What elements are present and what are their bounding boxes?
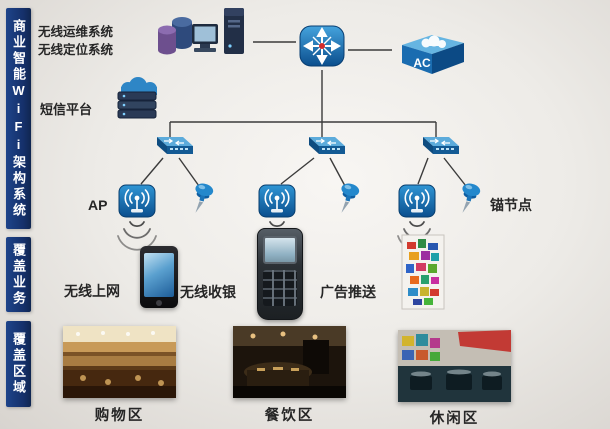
sidebar-section-zones: 覆盖区域 [6,321,31,407]
ac-label: AC [413,56,431,70]
positioning-system-label: 无线定位系统 [38,43,114,57]
ap-label: AP [88,197,108,213]
server-tower-icon [224,8,244,54]
zone-label-leisure: 休闲区 [429,411,480,427]
switch-icon [309,137,345,154]
sms-platform-icon [117,77,157,119]
pushpin-icon [462,183,481,213]
database-cylinder-icon [158,25,176,55]
pushpin-icon [341,183,360,213]
access-point-icon [258,184,296,218]
ad-push-graphic [401,234,445,310]
zone-label-shopping: 购物区 [94,408,145,424]
access-point-icon [398,184,436,218]
service-label-ad-push: 广告推送 [320,284,376,300]
cloud-icon [421,35,446,48]
sidebar-services-label: 覆盖业务 [11,242,26,307]
shopping-area-photo [63,326,176,398]
pushpin-icon [195,183,214,213]
pos-screen [263,236,297,264]
ops-system-label: 无线运维系统 [38,25,114,39]
sidebar-zones-label: 覆盖区域 [11,332,26,396]
sms-platform-label: 短信平台 [40,102,93,117]
dining-area-photo [233,326,346,398]
zone-label-dining: 餐饮区 [264,408,315,424]
core-router-icon [299,25,345,67]
management-servers-icon [158,8,244,55]
leisure-area-photo [398,330,511,402]
ac-controller-icon: AC [402,35,464,74]
phone-home-button [156,300,162,306]
service-label-wireless-cashier: 无线收银 [180,284,236,300]
phone-screen [144,253,174,297]
workstation-icon [192,24,218,52]
sidebar-section-services: 覆盖业务 [6,237,31,312]
server-stack-icon [117,91,157,119]
switch-icon [157,137,193,154]
access-point-icon [118,184,156,218]
smartphone-icon [140,246,178,308]
sidebar-section-architecture: 商业智能WiFi架构系统 [6,8,31,229]
database-cylinder-icon [172,17,192,49]
pos-keypad [263,270,297,306]
switch-icon [423,137,459,154]
pos-terminal-icon [257,228,303,320]
service-label-wireless-internet: 无线上网 [64,283,120,299]
sidebar-architecture-label: 商业智能WiFi架构系统 [11,18,26,219]
anchor-node-label: 锚节点 [490,197,532,213]
